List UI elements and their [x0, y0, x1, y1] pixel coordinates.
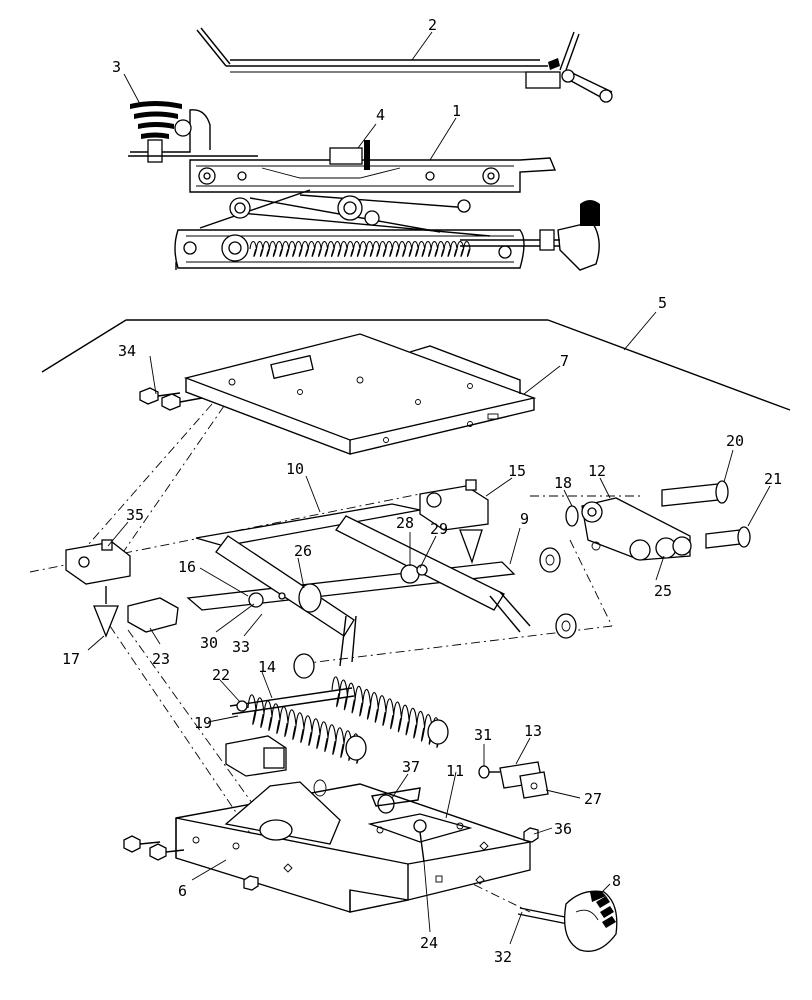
label-37: 37: [402, 758, 420, 776]
label-20: 20: [726, 432, 744, 450]
label-25: 25: [654, 582, 672, 600]
part-11-plate: [367, 813, 473, 863]
part-3-spring-bracket: [128, 101, 258, 163]
label-6: 6: [178, 882, 187, 900]
label-33: 33: [232, 638, 250, 656]
part-23-pad: [127, 597, 179, 633]
label-35: 35: [126, 506, 144, 524]
label-30: 30: [200, 634, 218, 652]
top-assembly-view: [128, 27, 613, 271]
part-19-bracket: [225, 735, 287, 777]
label-18: 18: [554, 474, 572, 492]
label-15: 15: [508, 462, 526, 480]
label-1: 1: [452, 102, 461, 120]
label-5: 5: [658, 294, 667, 312]
leader-lines: [87, 31, 771, 945]
label-22: 22: [212, 666, 230, 684]
label-10: 10: [286, 460, 304, 478]
label-34: 34: [118, 342, 136, 360]
label-36: 36: [554, 820, 572, 838]
part-1-upper-frame: [189, 140, 557, 193]
part-14-springs: [229, 676, 449, 765]
label-16: 16: [178, 558, 196, 576]
part-37-roller: [371, 787, 421, 814]
part-18-washer: [565, 505, 579, 527]
part-36-nut: [523, 827, 539, 843]
label-27: 27: [584, 790, 602, 808]
label-24: 24: [420, 934, 438, 952]
label-21: 21: [764, 470, 782, 488]
bushings: [293, 547, 577, 679]
label-2: 2: [428, 16, 437, 34]
label-28: 28: [396, 514, 414, 532]
part-8-knob: [563, 890, 618, 952]
part-12-link-arm: [581, 497, 692, 561]
label-7: 7: [560, 352, 569, 370]
label-31: 31: [474, 726, 492, 744]
label-32: 32: [494, 948, 512, 966]
label-29: 29: [430, 520, 448, 538]
part-13-clip: [499, 761, 549, 799]
label-14: 14: [258, 658, 276, 676]
lower-frame: [174, 200, 600, 271]
scissor-linkage: [199, 189, 491, 237]
callout-labels: 2 3 4 1 5 34 7 10 20 15 18 12 21 35 28 2…: [62, 16, 782, 966]
assembly-guide-lines: [29, 403, 640, 913]
label-8: 8: [612, 872, 621, 890]
label-19: 19: [194, 714, 212, 732]
part-7-top-plate: [183, 333, 537, 456]
label-17: 17: [62, 650, 80, 668]
part-5-group-outline: [41, 319, 791, 411]
part-6-base-frame: [175, 779, 531, 913]
label-23: 23: [152, 650, 170, 668]
part-31-rivet: [478, 765, 500, 779]
part-21-pin: [705, 526, 751, 549]
label-9: 9: [520, 510, 529, 528]
part-10-scissor-frame: [186, 503, 531, 667]
label-4: 4: [376, 106, 385, 124]
part-17-cone-pin: [93, 586, 119, 638]
label-26: 26: [294, 542, 312, 560]
label-12: 12: [588, 462, 606, 480]
part-20-pin: [661, 480, 729, 507]
label-11: 11: [446, 762, 464, 780]
part-32-shaft: [517, 907, 571, 925]
part-35-guide-block: [65, 539, 131, 585]
part-34-bolts: [139, 387, 203, 411]
label-13: 13: [524, 722, 542, 740]
base-bolts: [123, 835, 259, 891]
part-2-top-rail: [196, 27, 613, 103]
label-3: 3: [112, 58, 121, 76]
part-15-guide-block: [419, 479, 489, 565]
